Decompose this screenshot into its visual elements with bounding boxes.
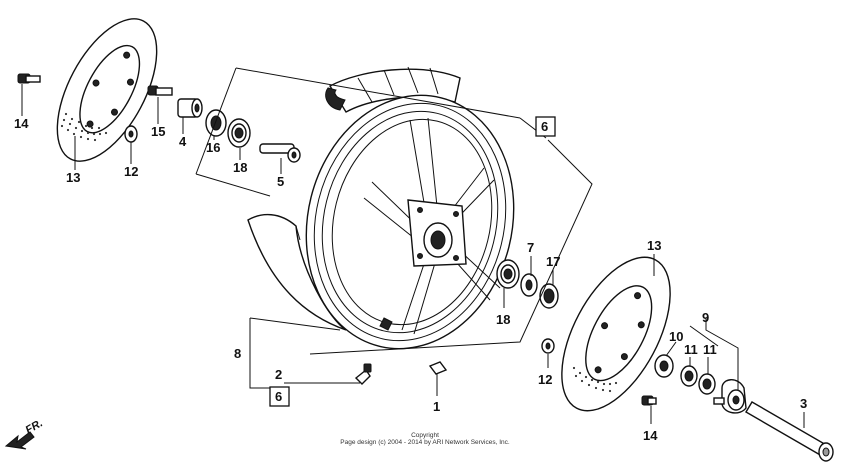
callout-8: 8 [234,346,241,361]
front-direction-arrow: FR. [4,417,45,450]
callout-14-right: 14 [643,428,658,443]
callout-5: 5 [277,174,284,189]
left-dust-seal[interactable] [205,109,227,137]
callout-18-right: 18 [496,312,510,327]
callout-3: 3 [800,396,807,411]
left-nut[interactable] [124,125,138,143]
assembly-group-outline [195,67,593,389]
callout-14-left: 14 [14,116,29,131]
callout-16: 16 [206,140,220,155]
callout-9: 9 [702,310,709,325]
right-nut[interactable] [541,338,555,354]
callout-4: 4 [179,134,187,149]
right-bearing[interactable] [496,259,520,289]
callout-labels: 14 13 12 15 4 16 18 5 6 7 17 18 13 9 10 … [14,116,807,443]
speedometer-bolt[interactable] [147,85,173,96]
front-wheel[interactable] [247,66,540,371]
gearbox-seal[interactable] [654,354,674,378]
svg-text:Page design (c) 2004 - 2014 by: Page design (c) 2004 - 2014 by ARI Netwo… [340,439,510,446]
gearbox-ring-a[interactable] [680,365,698,387]
callout-7: 7 [527,240,534,255]
gearbox-ring-b[interactable] [698,373,716,395]
callout-13-left: 13 [66,170,80,185]
side-collar[interactable] [177,98,203,118]
callout-13-right: 13 [647,238,661,253]
svg-text:Copyright: Copyright [411,432,439,439]
callout-18-left: 18 [233,160,247,175]
distance-collar[interactable] [259,143,301,163]
balance-weight[interactable] [428,361,448,375]
speedometer-gearbox[interactable] [713,379,747,414]
tire-valve[interactable] [354,363,372,385]
left-disc-bolt[interactable] [17,73,41,84]
svg-text:6: 6 [275,389,282,404]
callout-2: 2 [275,367,282,382]
callout-11-a: 11 [684,342,698,357]
callout-1: 1 [433,399,440,414]
callout-15: 15 [151,124,165,139]
svg-text:6: 6 [541,119,548,134]
right-dust-seal[interactable] [539,283,559,309]
right-disc-bolt[interactable] [641,395,657,406]
copyright-notice: Copyright Page design (c) 2004 - 2014 by… [340,432,510,446]
front-direction-label: FR. [24,417,45,436]
left-bearing[interactable] [227,118,251,148]
front-axle[interactable] [745,401,834,462]
callout-6-bottom: 6 [269,386,290,407]
callout-12-left: 12 [124,164,138,179]
callout-11-b: 11 [703,342,717,357]
right-collar[interactable] [520,273,538,297]
leader-lines [21,84,805,428]
callout-6-top: 6 [535,116,556,137]
callout-17: 17 [546,254,560,269]
callout-12-right: 12 [538,372,552,387]
right-brake-disc[interactable] [539,240,692,428]
callout-10: 10 [669,329,683,344]
left-brake-disc[interactable] [37,3,177,176]
